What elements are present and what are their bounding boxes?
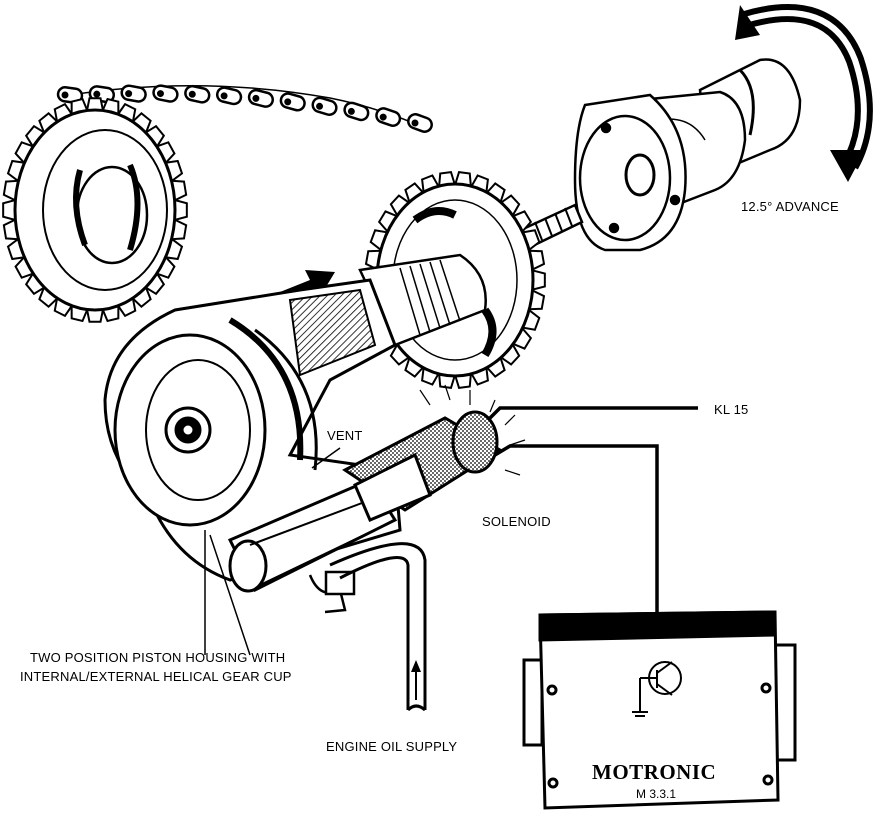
chain-pin: [411, 119, 419, 127]
piston-housing-label-line1: TWO POSITION PISTON HOUSING WITH: [30, 650, 286, 665]
splined-hub: [358, 253, 487, 347]
chain-pin: [252, 94, 260, 102]
piston-housing-label-line2: INTERNAL/EXTERNAL HELICAL GEAR CUP: [20, 669, 292, 684]
oil-supply-label: ENGINE OIL SUPPLY: [326, 739, 458, 754]
ecu-model: M 3.3.1: [636, 787, 677, 801]
chain-pin: [316, 102, 324, 110]
chain-link: [120, 84, 147, 103]
advance-arrow: [735, 4, 873, 182]
ecu-name: MOTRONIC: [592, 760, 717, 784]
left-sprocket: [2, 97, 188, 323]
vent-label: VENT: [327, 428, 363, 443]
chain-link: [56, 86, 84, 104]
chain-pin: [347, 107, 355, 115]
chain-pin: [125, 90, 133, 98]
camshaft-assembly: [508, 58, 802, 254]
chain-pin: [188, 90, 196, 98]
chain-link: [279, 92, 306, 112]
chain-link: [407, 113, 433, 133]
oil-supply-pipe: [329, 542, 427, 712]
leader-lines: [204, 447, 341, 656]
chain-pin: [379, 113, 387, 121]
chain-link: [247, 88, 274, 108]
chain-pin: [284, 98, 292, 106]
chain-link: [215, 86, 243, 106]
chain-pin: [220, 92, 228, 100]
chain-link: [152, 84, 179, 103]
chain-link: [343, 101, 370, 122]
chain-link: [184, 84, 211, 104]
timing-chain: [56, 84, 433, 133]
piston-cylinder: [227, 478, 398, 614]
advance-label: 12.5° ADVANCE: [741, 199, 839, 214]
kl15-label: KL 15: [714, 402, 749, 417]
chain-pin: [93, 90, 101, 98]
wiring: [486, 406, 698, 625]
chain-pin: [156, 90, 164, 98]
chain-pin: [61, 91, 69, 99]
motronic-ecu: [522, 610, 797, 810]
chain-link: [375, 107, 402, 127]
solenoid-label: SOLENOID: [482, 514, 551, 529]
solenoid: [342, 384, 526, 522]
chain-link: [311, 96, 338, 116]
